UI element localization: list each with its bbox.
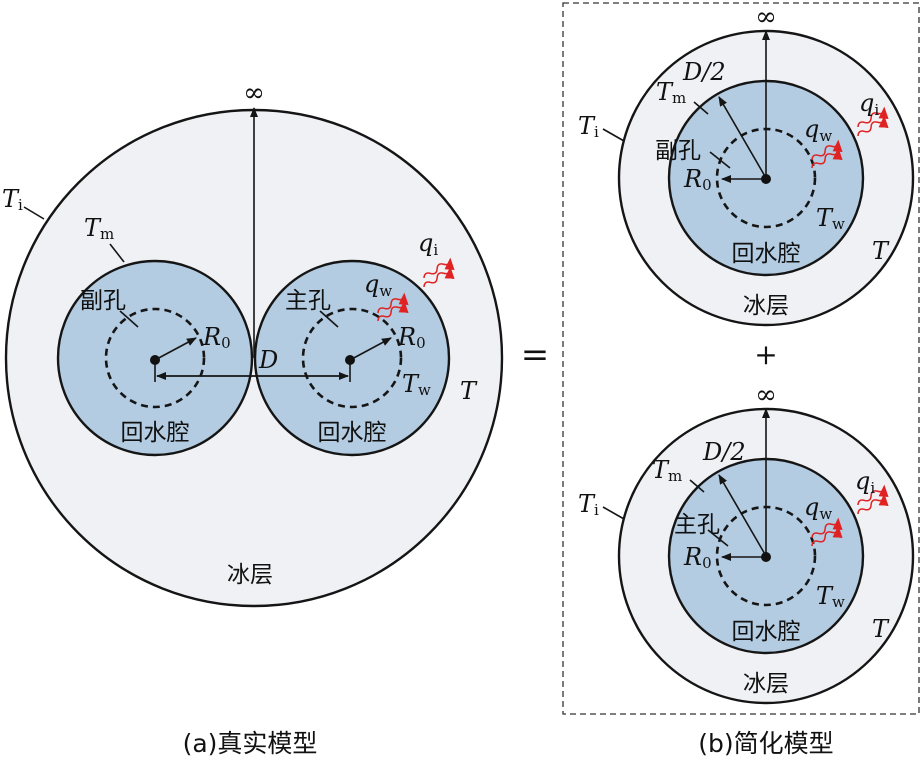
qw-heat-arrow-top-2: [811, 147, 843, 169]
hole-leader-top: [709, 151, 731, 169]
hole-center-dot-top: [761, 174, 771, 184]
qi-heat-arrow-top-1: [857, 106, 889, 128]
tm-label: Tm: [84, 214, 114, 243]
t-label: T: [460, 377, 478, 405]
qi-label-bottom: qi: [855, 467, 875, 497]
qw-heat-arrow-bottom-2: [811, 525, 843, 547]
tm-label-bottom: Tm: [652, 456, 682, 485]
ice-layer-label: 冰层: [227, 562, 273, 588]
qw-heat-arrow-1: [377, 292, 409, 314]
qi-label-top: qi: [859, 89, 879, 119]
hole-label-bottom: 主孔: [674, 512, 720, 538]
d2-arrow-bottom: [718, 474, 767, 557]
qw-heat-arrow-2: [377, 300, 409, 322]
ice-label-bottom: 冰层: [743, 671, 789, 697]
hole-center-dot-bottom: [761, 552, 771, 562]
tw-label: Tw: [402, 370, 431, 399]
r0-label-bottom: R0: [683, 543, 712, 572]
r0-label-top: R0: [683, 165, 712, 194]
auxiliary-hole-label: 副孔: [80, 288, 126, 314]
t-label-top: T: [872, 237, 890, 265]
equals-sign: =: [521, 335, 550, 375]
qw-label-bottom: qw: [804, 493, 832, 523]
cavity-left-label: 回水腔: [121, 420, 190, 446]
qi-heat-arrow-2: [423, 266, 455, 288]
cavity-right-label: 回水腔: [318, 420, 387, 446]
tw-label-top: Tw: [816, 204, 845, 233]
cavity-label-bottom: 回水腔: [732, 619, 801, 645]
d-label: D: [258, 346, 278, 374]
ti-label-top: Ti: [578, 112, 599, 141]
panel-a-real-model: ∞ Ti Tm qi qw 副孔 主孔 R0 R0 D Tw T 回水腔 回水腔…: [2, 78, 504, 758]
sub-model-main-hole: ∞ D/2 Tm Ti qi qw 主孔 R0 Tw 回水腔 T 冰层: [578, 380, 915, 705]
panel-b-simplified-model: + (b)简化模型 ∞ D/2 Tm Ti qi qw 副孔 R0: [562, 2, 920, 758]
t-label-bottom: T: [872, 615, 890, 643]
tm-leader-top: [693, 101, 709, 115]
qi-label: qi: [418, 229, 438, 259]
d2-arrow-top: [718, 96, 767, 179]
sub-model-auxiliary-hole: ∞ D/2 Tm Ti qi qw 副孔 R0 Tw 回水腔 T 冰层: [578, 2, 915, 327]
qw-label: qw: [364, 270, 392, 300]
qw-heat-arrow-bottom-1: [811, 517, 843, 539]
qi-heat-arrow-bottom-1: [857, 484, 889, 506]
tm-label-top: Tm: [656, 78, 686, 107]
hole-leader-bottom: [707, 529, 729, 547]
tw-label-bottom: Tw: [816, 582, 845, 611]
d2-label-bottom: D/2: [702, 438, 746, 466]
main-hole-leader: [319, 310, 339, 328]
d2-label-top: D/2: [682, 58, 726, 86]
aux-hole-leader: [119, 310, 139, 328]
infinity-label: ∞: [243, 78, 265, 108]
tm-leader: [109, 243, 125, 263]
cavity-label-top: 回水腔: [732, 241, 801, 267]
ti-label-bottom: Ti: [578, 490, 599, 519]
infinity-label-bottom: ∞: [755, 380, 777, 410]
qw-heat-arrow-top-1: [811, 139, 843, 161]
auxiliary-hole-dashed-circle: [104, 307, 206, 409]
ice-label-top: 冰层: [743, 293, 789, 319]
simplified-model-frame: [562, 2, 920, 715]
ti-leader-top: [602, 128, 625, 142]
tm-leader-bottom: [689, 479, 705, 493]
r0-left-label: R0: [202, 323, 231, 352]
caption-a: (a)真实模型: [183, 729, 318, 758]
caption-b: (b)简化模型: [698, 729, 833, 758]
ti-label: Ti: [2, 185, 23, 214]
main-hole-dashed-circle: [301, 307, 403, 409]
r0-right-arrow: [349, 337, 392, 361]
infinity-label-top: ∞: [755, 2, 777, 32]
plus-sign: +: [754, 338, 777, 371]
r0-right-label: R0: [397, 323, 426, 352]
qi-heat-arrow-bottom-2: [857, 493, 889, 515]
qi-heat-arrow-1: [423, 257, 455, 279]
ti-leader-bottom: [602, 506, 625, 520]
qi-heat-arrow-top-2: [857, 115, 889, 137]
main-hole-label: 主孔: [285, 288, 331, 314]
qw-label-top: qw: [804, 115, 832, 145]
ti-leader: [23, 206, 45, 220]
r0-left-arrow: [154, 337, 197, 361]
hole-label-top: 副孔: [655, 138, 701, 164]
